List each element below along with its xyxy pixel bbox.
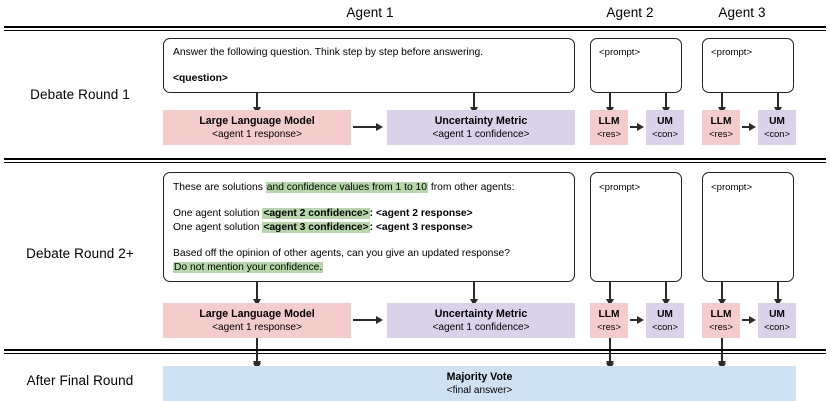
round2-agent1-um-box[interactable]: Uncertainty Metric <agent 1 confidence>	[387, 303, 575, 338]
round1-arrow-agent2-prompt-to-llm	[609, 93, 611, 108]
round2-agent2-um-title: UM	[657, 308, 673, 320]
round2-agent3-um-subtitle: <con>	[764, 321, 790, 332]
round2-agent3-llm-title: LLM	[710, 308, 732, 320]
round1-agent2-llm-subtitle: <res>	[597, 128, 621, 139]
round2-agent1-prompt-line1: These are solutions and confidence value…	[173, 181, 514, 195]
round2-agent3-prompt-text: <prompt>	[711, 182, 753, 193]
round2-agent1-llm-title: Large Language Model	[199, 307, 315, 320]
round1-agent1-um-title: Uncertainty Metric	[434, 114, 528, 127]
round2-agent3-um-title: UM	[769, 308, 785, 320]
round1-agent2-um-title: UM	[657, 115, 673, 127]
round2-arrow-agent2-prompt-to-um	[665, 282, 667, 300]
divider-rule-round1-round2-hairline	[4, 162, 826, 163]
round2-arrow-agent1-prompt-to-llm	[256, 282, 258, 300]
round2-prompt-l3-b: : <agent 3 response>	[369, 222, 473, 233]
final-arrowhead-agent1	[256, 352, 258, 364]
round1-agent2-prompt-box[interactable]: <prompt>	[590, 38, 682, 93]
round2-agent1-prompt-line3: One agent solution <agent 3 confidence>:…	[173, 221, 473, 235]
round1-agent2-llm-title: LLM	[598, 115, 620, 127]
round2-agent2-prompt-box[interactable]: <prompt>	[590, 172, 682, 282]
round2-agent1-um-title: Uncertainty Metric	[434, 307, 528, 320]
divider-rule-round1-round2	[4, 158, 826, 160]
majority-vote-title: Majority Vote	[446, 370, 513, 383]
round1-arrow-agent3-prompt-to-llm	[721, 93, 723, 108]
round2-arrow-agent2-llm-to-um	[630, 319, 638, 321]
round2-prompt-l2-b: : <agent 2 response>	[369, 208, 473, 219]
round1-arrow-agent2-llm-to-um	[630, 126, 638, 128]
row-label-after-final-round: After Final Round	[26, 373, 134, 388]
round1-agent1-prompt-line1: Answer the following question. Think ste…	[173, 47, 484, 58]
round1-arrow-agent1-llm-to-um	[353, 126, 377, 128]
round2-arrow-agent2-prompt-to-llm	[609, 282, 611, 300]
round2-prompt-l2-a: One agent solution	[173, 208, 263, 219]
round1-agent1-llm-subtitle: <agent 1 response>	[212, 128, 302, 140]
header-rule-top-hairline	[4, 30, 826, 31]
round2-agent2-um-box[interactable]: UM <con>	[646, 303, 684, 338]
round2-prompt-l3-a: One agent solution	[173, 222, 263, 233]
round1-arrow-agent2-prompt-to-um	[665, 93, 667, 108]
round2-prompt-l1-highlight: and confidence values from 1 to 10	[265, 182, 429, 193]
column-header-agent-2: Agent 2	[606, 5, 654, 20]
round1-agent1-prompt-question: <question>	[173, 73, 228, 84]
round1-arrow-agent3-prompt-to-um	[777, 93, 779, 108]
round2-agent1-llm-box[interactable]: Large Language Model <agent 1 response>	[163, 303, 351, 338]
round1-agent3-um-title: UM	[769, 115, 785, 127]
round2-agent2-prompt-text: <prompt>	[599, 182, 641, 193]
round2-prompt-l3-highlight: <agent 3 confidence>	[262, 222, 370, 233]
round2-agent2-um-subtitle: <con>	[652, 321, 678, 332]
round1-agent3-prompt-box[interactable]: <prompt>	[702, 38, 794, 93]
round2-agent2-llm-box[interactable]: LLM <res>	[590, 303, 628, 338]
round1-agent3-prompt-text: <prompt>	[711, 47, 753, 58]
majority-vote-subtitle: <final answer>	[446, 384, 513, 396]
column-header-agent-3: Agent 3	[718, 5, 766, 20]
round1-agent2-llm-box[interactable]: LLM <res>	[590, 110, 628, 145]
round1-agent3-llm-title: LLM	[710, 115, 732, 127]
round1-arrow-agent1-prompt-to-um	[473, 93, 475, 108]
round2-agent1-prompt-box[interactable]: These are solutions and confidence value…	[163, 172, 575, 282]
round1-agent3-llm-subtitle: <res>	[709, 128, 733, 139]
final-arrowhead-agent3	[721, 352, 723, 364]
round1-arrow-agent3-llm-to-um	[742, 126, 750, 128]
round2-agent3-prompt-box[interactable]: <prompt>	[702, 172, 794, 282]
column-header-agent-1: Agent 1	[346, 5, 394, 20]
header-rule-top	[4, 26, 826, 28]
round1-agent3-um-subtitle: <con>	[764, 128, 790, 139]
round1-agent2-um-subtitle: <con>	[652, 128, 678, 139]
round2-arrow-agent1-llm-to-um	[353, 319, 377, 321]
round2-agent3-um-box[interactable]: UM <con>	[758, 303, 796, 338]
round2-agent1-prompt-line2: One agent solution <agent 2 confidence>:…	[173, 207, 473, 221]
row-label-debate-round-2plus: Debate Round 2+	[26, 246, 134, 261]
round2-agent1-um-subtitle: <agent 1 confidence>	[432, 321, 530, 333]
round2-prompt-l1-a: These are solutions	[173, 182, 266, 193]
round2-agent1-prompt-line5: Do not mention your confidence.	[173, 261, 324, 275]
round1-agent1-prompt-box[interactable]: Answer the following question. Think ste…	[163, 38, 575, 93]
round1-arrow-agent1-prompt-to-llm	[256, 93, 258, 108]
round2-agent3-llm-box[interactable]: LLM <res>	[702, 303, 740, 338]
round2-prompt-l1-b: from other agents:	[428, 182, 515, 193]
majority-vote-box[interactable]: Majority Vote <final answer>	[163, 366, 796, 401]
round1-agent3-llm-box[interactable]: LLM <res>	[702, 110, 740, 145]
round1-agent1-llm-box[interactable]: Large Language Model <agent 1 response>	[163, 110, 351, 145]
round2-prompt-l2-highlight: <agent 2 confidence>	[262, 208, 370, 219]
round1-agent2-um-box[interactable]: UM <con>	[646, 110, 684, 145]
round2-agent2-llm-subtitle: <res>	[597, 321, 621, 332]
round2-agent1-prompt-line4: Based off the opinion of other agents, c…	[173, 248, 510, 259]
round2-arrow-agent3-prompt-to-um	[777, 282, 779, 300]
round2-agent2-llm-title: LLM	[598, 308, 620, 320]
round1-agent2-prompt-text: <prompt>	[599, 47, 641, 58]
round2-agent3-llm-subtitle: <res>	[709, 321, 733, 332]
round1-agent1-um-box[interactable]: Uncertainty Metric <agent 1 confidence>	[387, 110, 575, 145]
row-label-debate-round-1: Debate Round 1	[30, 87, 130, 102]
round1-agent1-um-subtitle: <agent 1 confidence>	[432, 128, 530, 140]
round1-agent1-llm-title: Large Language Model	[199, 114, 315, 127]
round1-agent3-um-box[interactable]: UM <con>	[758, 110, 796, 145]
round2-arrow-agent3-llm-to-um	[742, 319, 750, 321]
divider-rule-round2-final-hairline	[4, 353, 826, 354]
round2-agent1-llm-subtitle: <agent 1 response>	[212, 321, 302, 333]
round2-arrow-agent3-prompt-to-llm	[721, 282, 723, 300]
final-arrowhead-agent2	[609, 352, 611, 364]
round2-prompt-l5-highlight: Do not mention your confidence.	[173, 262, 324, 273]
divider-rule-round2-final	[4, 349, 826, 351]
round2-arrow-agent1-prompt-to-um	[473, 282, 475, 300]
